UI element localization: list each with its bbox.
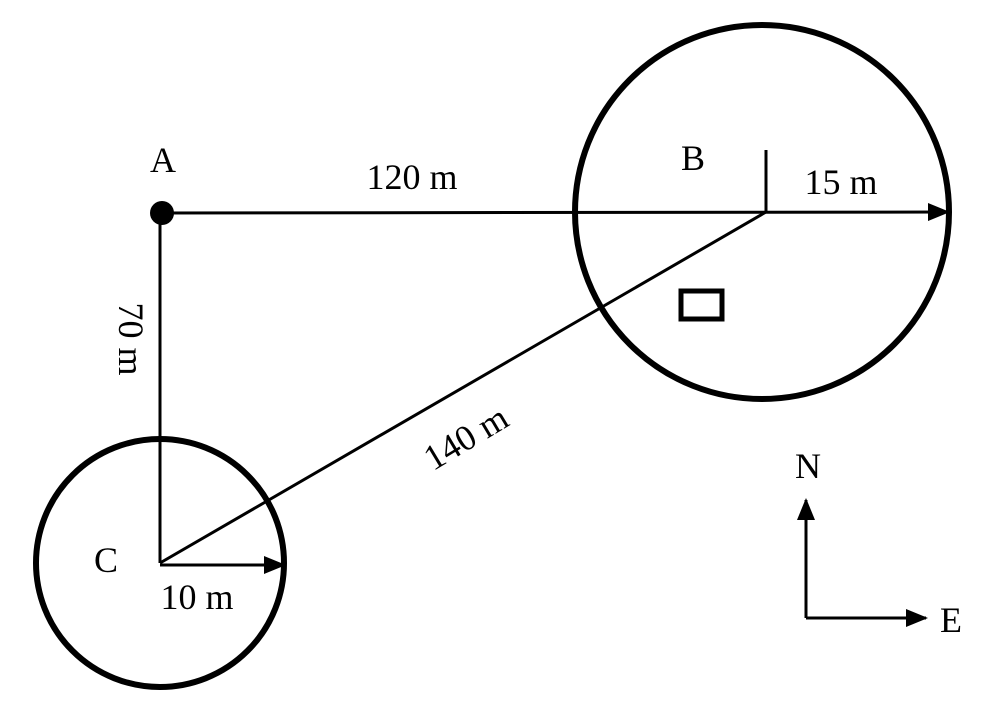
radius-c-label: 10 m bbox=[160, 577, 233, 617]
line-a-to-b bbox=[161, 203, 950, 222]
point-a-label: A bbox=[150, 140, 176, 180]
radius-b-label: 15 m bbox=[804, 162, 877, 202]
distance-ab-label: 120 m bbox=[366, 157, 457, 197]
compass-rose: N E bbox=[795, 446, 962, 640]
building-marker bbox=[678, 288, 725, 322]
line-c-to-b bbox=[159, 210, 767, 565]
point-b-label: B bbox=[681, 138, 705, 178]
point-a-dot bbox=[150, 201, 174, 225]
distance-bc-label: 140 m bbox=[417, 397, 516, 478]
distance-ac-label: 70 m bbox=[111, 302, 151, 375]
compass-east-label: E bbox=[940, 600, 962, 640]
compass-north-label: N bbox=[795, 446, 821, 486]
point-c-label: C bbox=[94, 540, 118, 580]
